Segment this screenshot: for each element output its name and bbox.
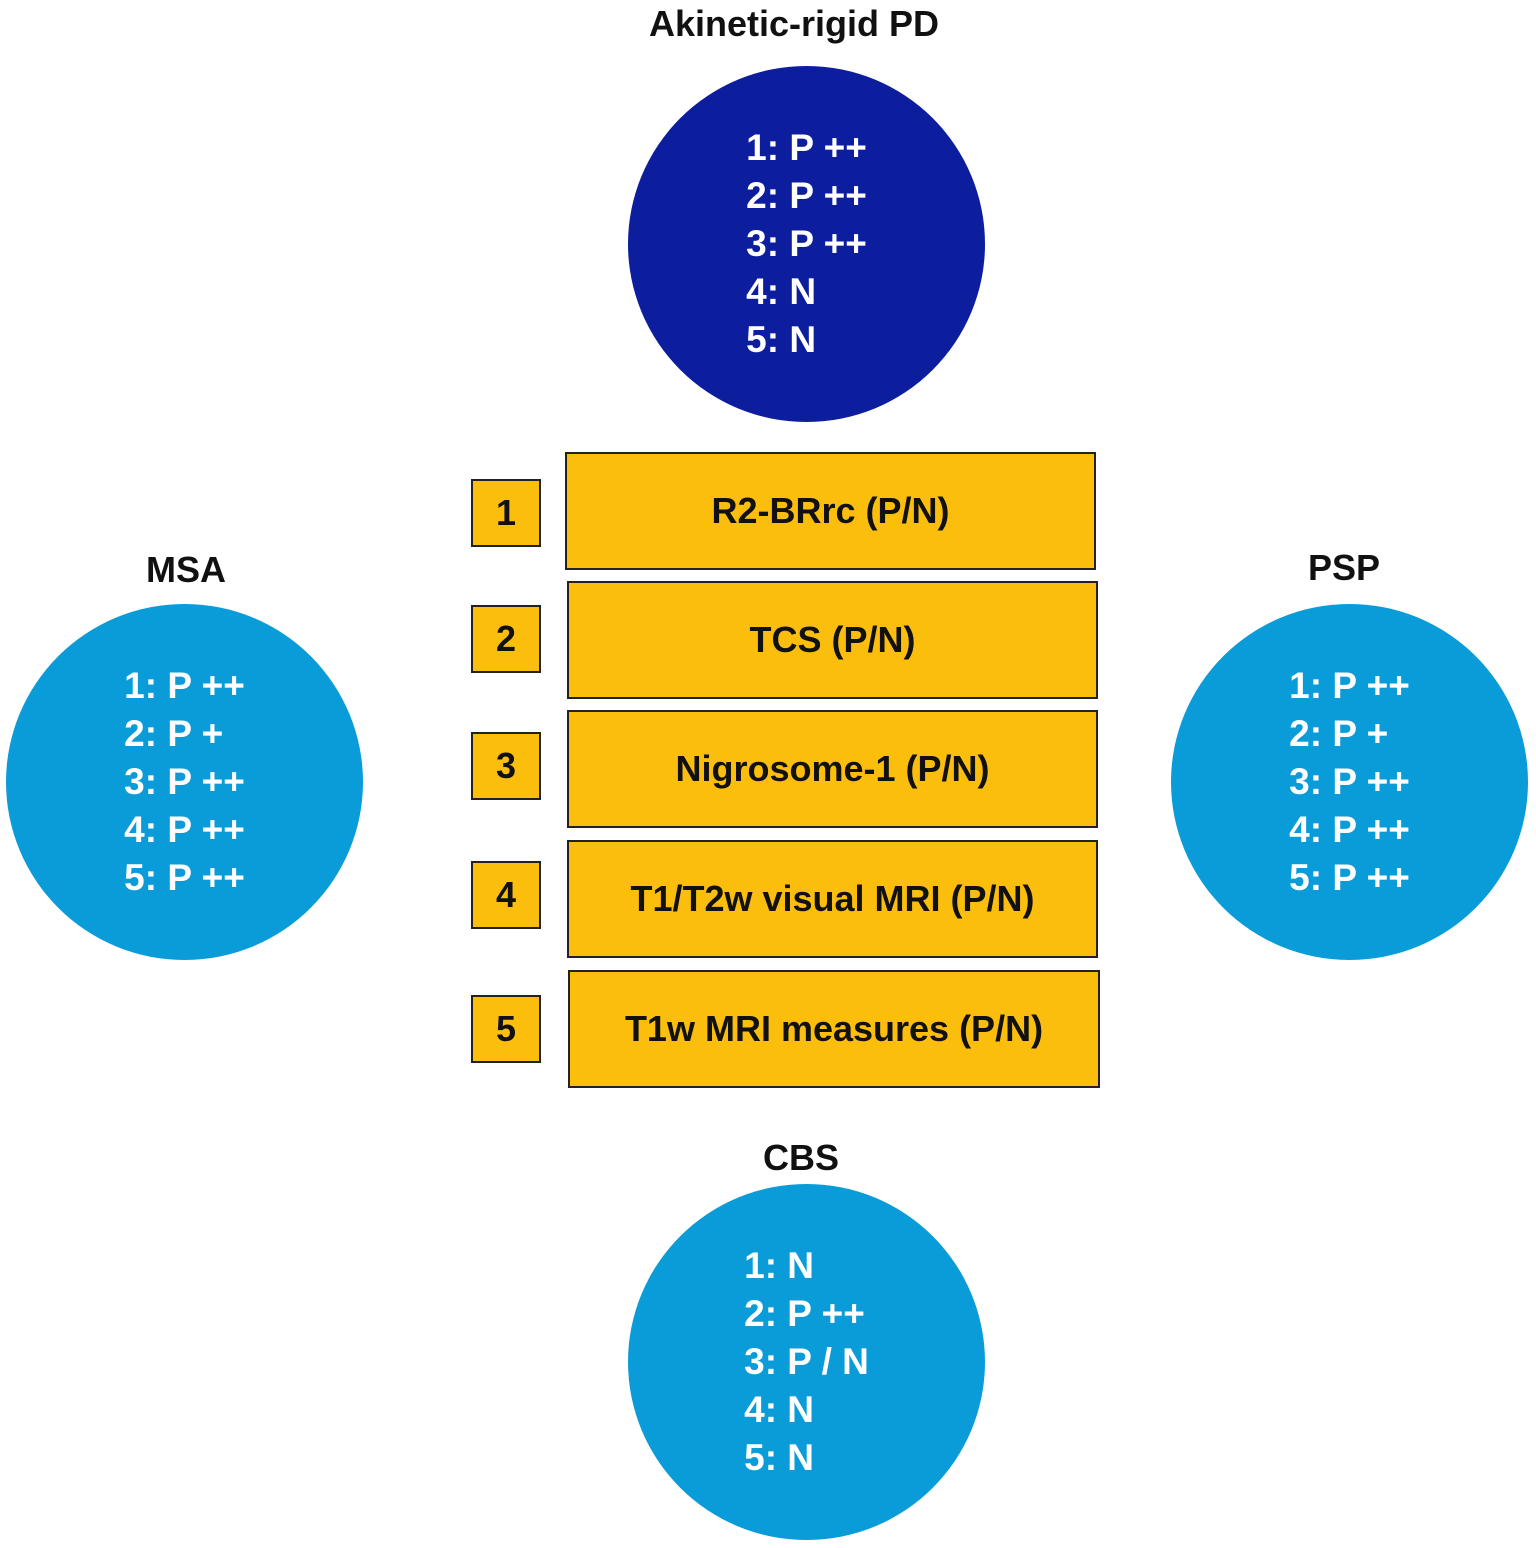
msa-line-5: 5: P ++ (124, 857, 245, 898)
msa-title: MSA (146, 549, 226, 590)
pd-circle: 1: P ++ 2: P ++ 3: P ++ 4: N 5: N (628, 66, 985, 422)
test-number-box-3: 3 (471, 732, 541, 800)
msa-line-2: 2: P + (124, 713, 224, 754)
test-box-nigrosome-1: Nigrosome-1 (P/N) (567, 710, 1098, 828)
psp-title: PSP (1307, 547, 1381, 588)
psp-circle: 1: P ++ 2: P + 3: P ++ 4: P ++ 5: P ++ (1171, 604, 1528, 960)
test-box-tcs: TCS (P/N) (567, 581, 1098, 699)
test-number-box-4: 4 (471, 861, 541, 929)
pd-title: Akinetic-rigid PD (648, 3, 940, 44)
cbs-line-4: 4: N (744, 1389, 815, 1430)
cbs-circle: 1: N 2: P ++ 3: P / N 4: N 5: N (628, 1184, 985, 1540)
psp-line-2: 2: P + (1289, 713, 1389, 754)
psp-line-3: 3: P ++ (1289, 761, 1410, 802)
psp-line-5: 5: P ++ (1289, 857, 1410, 898)
psp-line-4: 4: P ++ (1289, 809, 1410, 850)
test-box-t1-t2w-visual-mri: T1/T2w visual MRI (P/N) (567, 840, 1098, 958)
test-number-box-5: 5 (471, 995, 541, 1063)
pd-line-1: 1: P ++ (746, 127, 867, 168)
cbs-line-2: 2: P ++ (744, 1293, 865, 1334)
pd-line-4: 4: N (746, 271, 817, 312)
msa-circle: 1: P ++ 2: P + 3: P ++ 4: P ++ 5: P ++ (6, 604, 363, 960)
msa-line-4: 4: P ++ (124, 809, 245, 850)
cbs-line-5: 5: N (744, 1437, 815, 1478)
cbs-line-1: 1: N (744, 1245, 815, 1286)
msa-line-1: 1: P ++ (124, 665, 245, 706)
pd-line-2: 2: P ++ (746, 175, 867, 216)
test-number-box-1: 1 (471, 479, 541, 547)
pd-line-5: 5: N (746, 319, 817, 360)
test-box-r2-brrc: R2-BRrc (P/N) (565, 452, 1096, 570)
psp-line-1: 1: P ++ (1289, 665, 1410, 706)
cbs-title: CBS (762, 1137, 840, 1178)
pd-line-3: 3: P ++ (746, 223, 867, 264)
cbs-line-3: 3: P / N (744, 1341, 869, 1382)
test-number-box-2: 2 (471, 605, 541, 673)
test-box-t1w-mri-measures: T1w MRI measures (P/N) (568, 970, 1100, 1088)
msa-line-3: 3: P ++ (124, 761, 245, 802)
